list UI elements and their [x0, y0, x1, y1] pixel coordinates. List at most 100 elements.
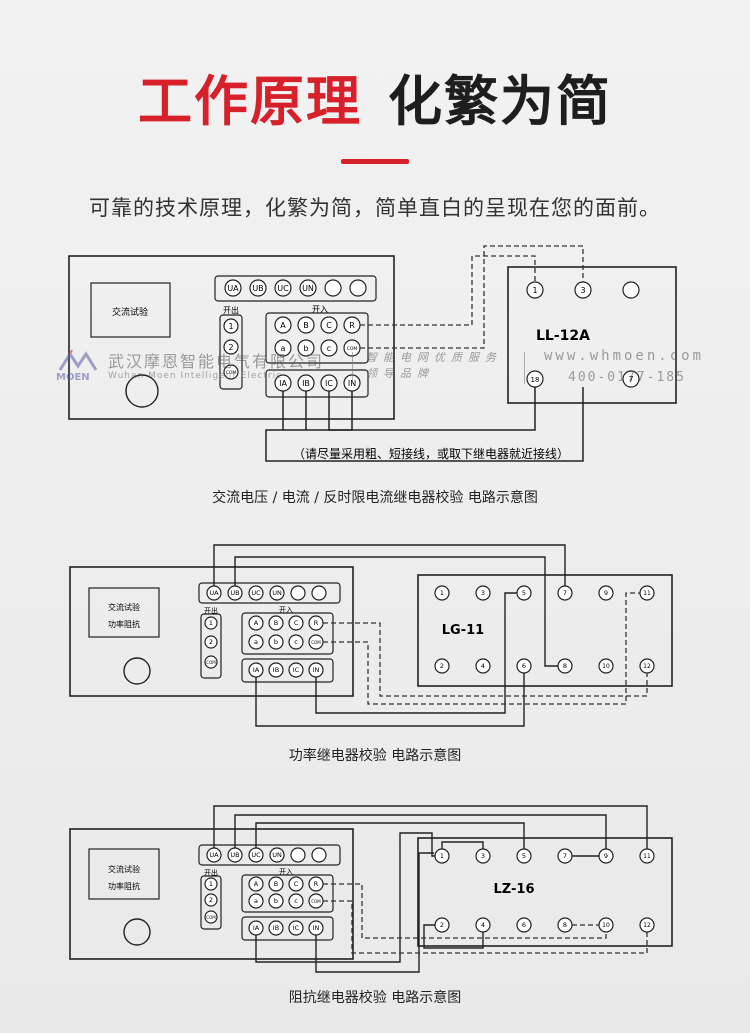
relay-pin-11: 11: [639, 585, 655, 601]
relay-pin-label: 9: [604, 852, 608, 860]
voltage-terminal-ub: UB: [249, 279, 267, 297]
voltage-terminal-blank: [324, 279, 342, 297]
kairu-terminal-label: C: [294, 619, 299, 627]
tester-screen: [88, 587, 160, 638]
current-terminal-ia: IA: [248, 662, 264, 678]
title-underline: [341, 159, 409, 164]
kairu-terminal-label: R: [314, 880, 319, 888]
kairu-terminal-label: A: [254, 619, 259, 627]
relay-pin-blank: [622, 281, 640, 299]
voltage-terminal-un: UN: [269, 585, 285, 601]
relay-pin-label: 4: [481, 662, 485, 670]
kairu-label: 开入: [279, 868, 293, 876]
kairu-terminal-b-lower: b: [268, 893, 284, 909]
relay-pin-9: 9: [598, 585, 614, 601]
kaichu-terminal-2: 2: [223, 339, 239, 355]
relay-pin-6: 6: [516, 658, 532, 674]
current-terminal-ia: IA: [248, 920, 264, 936]
tester-screen-label: 交流试验: [112, 306, 148, 318]
kaichu-terminal-2: 2: [204, 635, 218, 649]
tester-knob: [123, 918, 151, 946]
kaichu-label: 开出: [204, 868, 218, 877]
title-dark: 化繁为简: [388, 70, 612, 133]
current-terminal-ib: IB: [297, 374, 315, 392]
voltage-terminal-blank: [290, 847, 306, 863]
relay-pin-label: 12: [643, 663, 651, 670]
kairu-terminal-b-upper: B: [297, 316, 315, 334]
current-terminal-label: IC: [293, 924, 300, 932]
relay-pin-9: 9: [598, 848, 614, 864]
voltage-terminal-blank: [290, 585, 306, 601]
relay-model: LZ-16: [494, 882, 535, 897]
voltage-terminal-ub: UB: [227, 585, 243, 601]
kairu-terminal-label: a: [254, 897, 258, 905]
relay-pin-label: 8: [563, 921, 567, 929]
relay-pin-2: 2: [434, 917, 450, 933]
caption-1: 交流电压 / 电流 / 反时限电流继电器校验 电路示意图: [212, 490, 538, 506]
diagram-3: 交流试验 功率阻抗 UA UB UC UN 开出 1 2 COM 开入 A B …: [69, 805, 673, 973]
current-terminal-in: IN: [343, 374, 361, 392]
kairu-terminal-label: c: [294, 897, 298, 905]
kairu-terminal-label: B: [274, 880, 278, 888]
kairu-terminal-a-lower: a: [248, 893, 264, 909]
dashed-wires: [360, 245, 584, 349]
relay-pin-label: 4: [481, 921, 485, 929]
kairu-terminal-com-lower: COM: [308, 634, 324, 650]
voltage-terminal-un: UN: [269, 847, 285, 863]
relay-pin-10: 10: [598, 658, 614, 674]
kaichu-terminal-label: COM: [206, 915, 216, 920]
relay-pin-label: 11: [643, 590, 651, 597]
kairu-terminal-label: c: [327, 344, 331, 353]
dashed-wires: [323, 883, 648, 954]
current-terminal-group: [241, 658, 334, 683]
relay-pin-label: 9: [604, 589, 608, 597]
title-red: 工作原理: [138, 70, 362, 133]
current-terminal-ib: IB: [268, 920, 284, 936]
voltage-terminal-ub: UB: [227, 847, 243, 863]
kairu-terminal-r-upper: R: [343, 316, 361, 334]
voltage-terminal-label: UA: [209, 851, 219, 859]
kairu-terminal-label: COM: [311, 640, 321, 645]
relay-pin-label: 7: [563, 852, 567, 860]
relay-pin-label: 3: [580, 286, 585, 295]
current-terminal-label: IB: [302, 379, 310, 388]
kairu-terminal-label: C: [326, 321, 332, 330]
kairu-terminal-a-upper: A: [274, 316, 292, 334]
tester-knob: [123, 657, 151, 685]
kairu-terminal-label: C: [294, 880, 299, 888]
voltage-terminal-label: UN: [302, 284, 314, 293]
relay-pin-6: 6: [516, 917, 532, 933]
kairu-terminal-b-lower: b: [297, 339, 315, 357]
diagram-1: 交流试验 UA UB UC UN 开出 1 2 COM 开入 A B C R a…: [68, 245, 677, 462]
relay-pin-label: 6: [522, 921, 526, 929]
relay-pin-label: 1: [440, 589, 444, 597]
relay-pin-1: 1: [434, 585, 450, 601]
relay-pin-7: 7: [557, 585, 573, 601]
kairu-terminal-label: COM: [311, 899, 321, 904]
voltage-terminal-group: [214, 275, 377, 302]
kairu-terminal-label: b: [303, 344, 308, 353]
voltage-terminal-uc: UC: [248, 847, 264, 863]
relay-pin-label: 3: [481, 852, 485, 860]
current-terminal-label: IC: [325, 379, 333, 388]
current-terminal-label: IA: [253, 666, 260, 674]
kairu-group: [265, 312, 369, 364]
current-terminal-in: IN: [308, 662, 324, 678]
kaichu-terminal-com: COM: [223, 364, 239, 380]
current-terminal-ic: IC: [288, 662, 304, 678]
relay-pin-3: 3: [475, 585, 491, 601]
current-terminal-label: IN: [313, 666, 320, 674]
current-terminal-ia: IA: [274, 374, 292, 392]
relay-pin-8: 8: [557, 658, 573, 674]
kaichu-terminal-label: 2: [209, 638, 213, 646]
kaichu-terminal-com: COM: [204, 910, 218, 924]
current-terminal-ic: IC: [288, 920, 304, 936]
current-terminal-label: IN: [348, 379, 356, 388]
voltage-terminal-ua: UA: [224, 279, 242, 297]
current-terminal-group: [265, 369, 369, 398]
kairu-terminal-com-lower: COM: [343, 339, 361, 357]
voltage-terminal-group: [198, 844, 341, 866]
relay-pin-5: 5: [516, 585, 532, 601]
kairu-terminal-label: B: [274, 619, 278, 627]
kairu-terminal-label: COM: [347, 346, 358, 352]
